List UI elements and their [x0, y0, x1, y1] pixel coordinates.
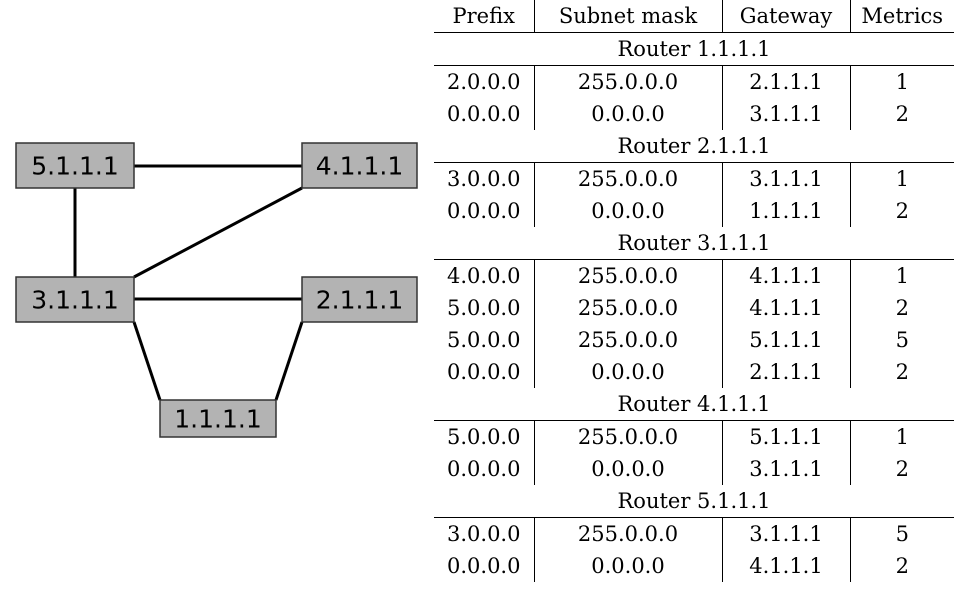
edge-n3-n1	[132, 321, 162, 401]
table-cell-subnet-mask: 0.0.0.0	[533, 195, 722, 227]
router-group-row: Router 4.1.1.1	[434, 388, 954, 421]
table-cell-subnet-mask: 255.0.0.0	[533, 259, 722, 292]
table-cell-subnet-mask: 255.0.0.0	[533, 517, 722, 550]
table-cell-gateway: 2.1.1.1	[721, 356, 850, 388]
router-node: 2.1.1.1	[301, 276, 418, 323]
router-node: 4.1.1.1	[301, 142, 418, 189]
diagram-edges	[73, 164, 304, 401]
table-cell-subnet-mask: 255.0.0.0	[533, 292, 722, 324]
router-node-box	[301, 276, 418, 323]
table-cell-prefix: 5.0.0.0	[447, 296, 521, 320]
router-group-title: Router 2.1.1.1	[434, 130, 954, 163]
router-node: 5.1.1.1	[15, 142, 135, 189]
router-group-row: Router 3.1.1.1	[434, 227, 954, 260]
router-node-label: 4.1.1.1	[316, 152, 403, 181]
header-metrics: Metrics	[849, 0, 954, 33]
table-cell-gateway: 5.1.1.1	[721, 420, 850, 453]
table-cell-prefix: 5.0.0.0	[447, 425, 521, 449]
table-cell-metric: 1	[849, 259, 954, 292]
router-node-label: 3.1.1.1	[31, 286, 118, 315]
table-cell-metric: 1	[849, 420, 954, 453]
router-group-title: Router 3.1.1.1	[434, 227, 954, 260]
router-node-box	[159, 399, 277, 438]
table-cell-gateway: 1.1.1.1	[721, 195, 850, 227]
table-cell-gateway: 4.1.1.1	[721, 259, 850, 292]
router-group-title: Router 4.1.1.1	[434, 388, 954, 421]
header-prefix: Prefix	[434, 0, 534, 33]
routing-table: Prefix Subnet mask Gateway Metrics Route…	[434, 0, 954, 582]
table-cell-metric: 5	[849, 517, 954, 550]
table-cell-prefix: 0.0.0.0	[447, 199, 521, 223]
table-cell-gateway: 4.1.1.1	[721, 292, 850, 324]
table-cell-prefix: 4.0.0.0	[447, 264, 521, 288]
table-cell-prefix: 2.0.0.0	[447, 70, 521, 94]
header-gateway: Gateway	[721, 0, 850, 33]
router-node-label: 2.1.1.1	[316, 286, 403, 315]
table-cell-gateway: 4.1.1.1	[721, 550, 850, 582]
router-node-box	[301, 142, 418, 189]
table-cell-metric: 2	[849, 98, 954, 130]
table-cell-gateway: 2.1.1.1	[721, 65, 850, 98]
router-node-label: 5.1.1.1	[31, 152, 118, 181]
table-cell-prefix: 3.0.0.0	[447, 522, 521, 546]
router-group-row: Router 1.1.1.1	[434, 32, 954, 66]
table-cell-subnet-mask: 255.0.0.0	[533, 420, 722, 453]
table-cell-gateway: 3.1.1.1	[721, 162, 850, 195]
table-cell-subnet-mask: 0.0.0.0	[533, 356, 722, 388]
table-cell-metric: 2	[849, 550, 954, 582]
router-group-row: Router 2.1.1.1	[434, 130, 954, 163]
table-cell-subnet-mask: 0.0.0.0	[533, 550, 722, 582]
table-cell-gateway: 5.1.1.1	[721, 324, 850, 356]
table-cell-prefix: 5.0.0.0	[447, 328, 521, 352]
router-node-label: 1.1.1.1	[174, 405, 261, 434]
table-cell-metric: 2	[849, 453, 954, 485]
table-cell-subnet-mask: 0.0.0.0	[533, 98, 722, 130]
table-cell-prefix: 0.0.0.0	[447, 457, 521, 481]
router-group-title: Router 5.1.1.1	[434, 485, 954, 518]
network-topology-diagram: 5.1.1.1 4.1.1.1 3.1.1.1 2.1.1.1 1.1.1.1	[15, 142, 418, 438]
table-cell-metric: 1	[849, 162, 954, 195]
table-cell-metric: 2	[849, 356, 954, 388]
table-cell-subnet-mask: 255.0.0.0	[533, 162, 722, 195]
edge-n2-n1	[274, 321, 304, 401]
table-cell-prefix: 0.0.0.0	[447, 102, 521, 126]
edge-n3-n4	[133, 186, 303, 279]
table-cell-prefix: 3.0.0.0	[447, 167, 521, 191]
routing-table-header: Prefix Subnet mask Gateway Metrics	[434, 0, 954, 33]
table-cell-prefix: 0.0.0.0	[447, 360, 521, 384]
router-group-row: Router 5.1.1.1	[434, 485, 954, 518]
router-node: 3.1.1.1	[15, 276, 135, 323]
router-group-title: Router 1.1.1.1	[434, 32, 954, 66]
diagram-nodes: 5.1.1.1 4.1.1.1 3.1.1.1 2.1.1.1 1.1.1.1	[15, 142, 418, 438]
table-cell-prefix: 0.0.0.0	[447, 554, 521, 578]
router-node: 1.1.1.1	[159, 399, 277, 438]
table-cell-subnet-mask: 255.0.0.0	[533, 65, 722, 98]
table-cell-subnet-mask: 0.0.0.0	[533, 453, 722, 485]
table-cell-metric: 2	[849, 195, 954, 227]
table-cell-metric: 2	[849, 292, 954, 324]
table-cell-gateway: 3.1.1.1	[721, 98, 850, 130]
router-node-box	[15, 142, 135, 189]
table-cell-gateway: 3.1.1.1	[721, 453, 850, 485]
router-node-box	[15, 276, 135, 323]
table-cell-gateway: 3.1.1.1	[721, 517, 850, 550]
table-cell-metric: 5	[849, 324, 954, 356]
table-cell-subnet-mask: 255.0.0.0	[533, 324, 722, 356]
header-subnet-mask: Subnet mask	[533, 0, 722, 33]
table-cell-metric: 1	[849, 65, 954, 98]
